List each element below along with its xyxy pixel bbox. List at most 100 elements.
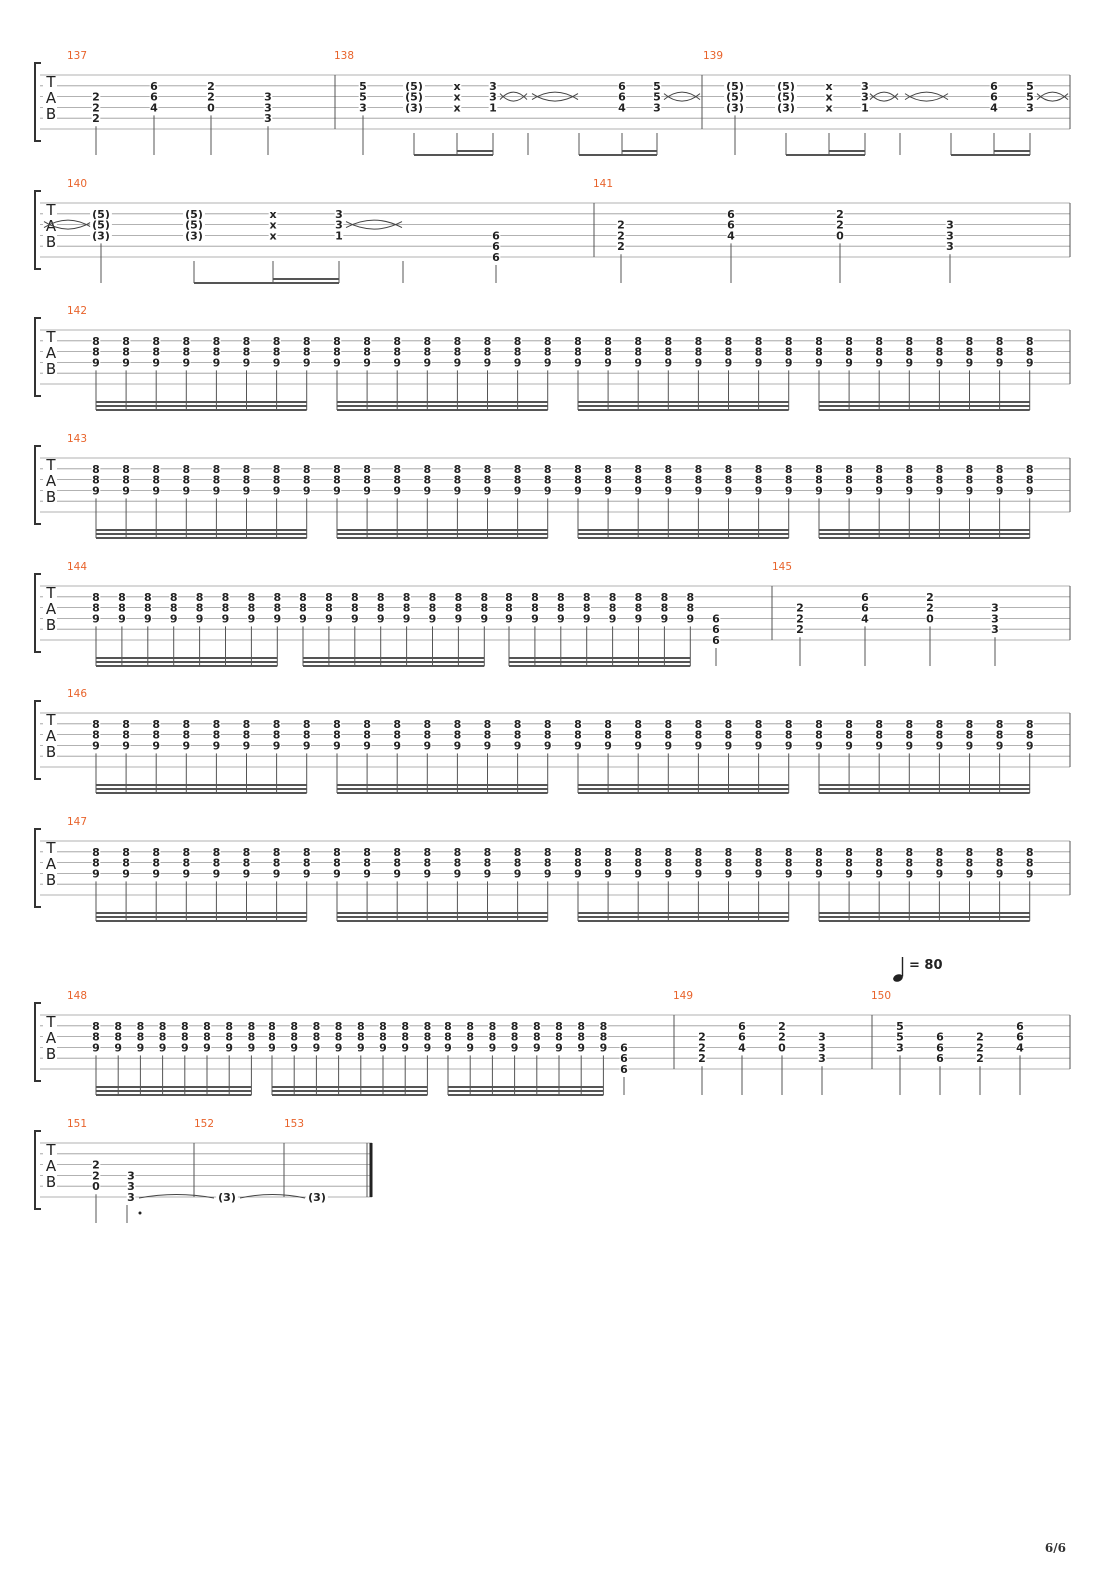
fret-bg [603,463,613,475]
quarter-note-icon [893,974,903,982]
fret-number: 9 [755,739,763,752]
fret-number: 8 [544,335,552,348]
fret-number: 8 [845,474,853,487]
fret-number: 2 [92,91,100,104]
fret-bg [182,484,191,496]
fret-bg [814,346,824,358]
fret-bg [754,356,763,368]
fret-bg [268,208,278,220]
fret-bg [182,729,191,741]
fret-bg [362,474,372,486]
fret-bg [403,101,425,113]
fret-bg [935,1031,945,1043]
fret-number: 8 [875,846,883,859]
fret-bg [895,1020,905,1032]
fret-number: 8 [661,591,669,604]
fret-number: 8 [313,1020,321,1033]
fret-bg [724,91,746,103]
tab-clef-bg [43,1016,57,1068]
fret-bg [814,335,824,347]
fret-number: 6 [990,91,998,104]
fret-number: 6 [738,1031,746,1044]
fret-bg [652,91,662,103]
fret-bg [183,229,205,241]
fret-number: 8 [379,1020,387,1033]
fret-number: 3 [991,602,999,615]
fret-bg [306,1191,328,1203]
fret-bg [989,91,999,103]
fret-number: 8 [182,346,190,359]
fret-number: 8 [785,729,793,742]
fret-number: 9 [137,1041,145,1054]
fret-number: 8 [333,474,341,487]
fret-bg [724,484,733,496]
fret-number: 8 [182,846,190,859]
fret-bg [242,867,251,879]
fret-bg [151,729,161,741]
fret-number: 9 [152,739,160,752]
fret-number: 8 [222,591,230,604]
fret-number: x [269,229,276,242]
fret-number: 8 [454,718,462,731]
fret-bg [945,229,955,241]
system-bracket [34,700,41,780]
fret-number: 9 [454,356,462,369]
fret-number: 9 [423,484,431,497]
fret-number: 3 [991,612,999,625]
fret-bg [212,463,221,475]
fret-number: 2 [92,1169,100,1182]
fret-bg [206,80,216,92]
fret-bg [273,612,282,624]
fret-bg [990,612,1000,624]
fret-bg [362,463,372,475]
fret-bg [121,484,131,496]
fret-bg [302,729,311,741]
fret-bg [242,346,251,358]
fret-bg [694,857,703,869]
fret-bg [453,718,462,730]
fret-bg [453,857,462,869]
fret-bg [844,729,854,741]
fret-number: 9 [363,484,371,497]
fret-number: 8 [533,1020,541,1033]
fret-number: 9 [92,867,100,880]
fret-number: 9 [634,867,642,880]
fret-bg [483,739,492,751]
fret-bg [488,1031,497,1043]
fret-number: 9 [303,739,311,752]
fret-number: 8 [533,1031,541,1044]
fret-bg [332,356,342,368]
fret-number: 8 [454,846,462,859]
fret-number: 8 [152,463,160,476]
tie [345,219,403,229]
fret-number: 9 [557,612,565,625]
fret-bg [664,463,673,475]
fret-number: 2 [926,602,934,615]
fret-bg [784,857,793,869]
fret-number: 9 [313,1041,321,1054]
fret-bg [510,1041,519,1053]
fret-bg [554,1041,564,1053]
fret-bg [817,1052,827,1064]
fret-number: 9 [152,867,160,880]
fret-bg [182,718,191,730]
fret-number: 8 [996,857,1004,870]
fret-bg [775,80,797,92]
fret-bg [965,846,974,858]
fret-bg [510,1020,519,1032]
fret-bg [724,463,733,475]
system-bracket [34,445,41,525]
fret-number: 8 [152,846,160,859]
measure-number: 142 [67,305,87,317]
fret-number: 9 [695,739,703,752]
fret-bg [905,356,914,368]
fret-bg [212,718,221,730]
fret-bg [358,80,368,92]
fret-bg [332,346,342,358]
fret-bg [1015,1041,1025,1053]
fret-bg [362,857,372,869]
fret-number: 8 [454,857,462,870]
fret-number: 6 [727,219,735,232]
fret-number: 8 [489,1020,497,1033]
fret-bg [182,867,191,879]
